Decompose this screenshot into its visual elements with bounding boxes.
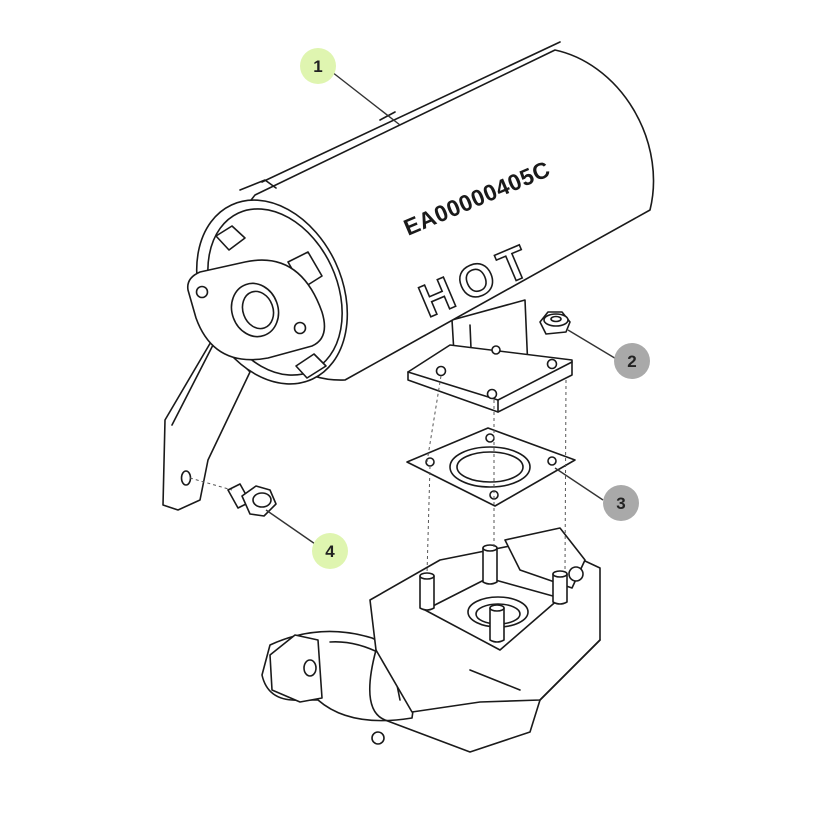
callout-3-number: 3 [616, 494, 625, 513]
callout-3[interactable]: 3 [603, 485, 639, 521]
callout-leaders [265, 71, 619, 547]
callout-1-number: 1 [313, 57, 322, 76]
flange-nut [539, 311, 571, 335]
gasket [406, 427, 576, 507]
assembly-guide-lines [189, 375, 567, 575]
muffler: EA00000405C HOT [186, 41, 655, 413]
callout-4-number: 4 [325, 542, 335, 561]
callout-1[interactable]: 1 [300, 48, 336, 84]
callout-2-number: 2 [627, 352, 636, 371]
callout-4[interactable]: 4 [312, 533, 348, 569]
exhaust-manifold [261, 527, 601, 753]
flange-bolt [227, 483, 277, 517]
callout-2[interactable]: 2 [614, 343, 650, 379]
